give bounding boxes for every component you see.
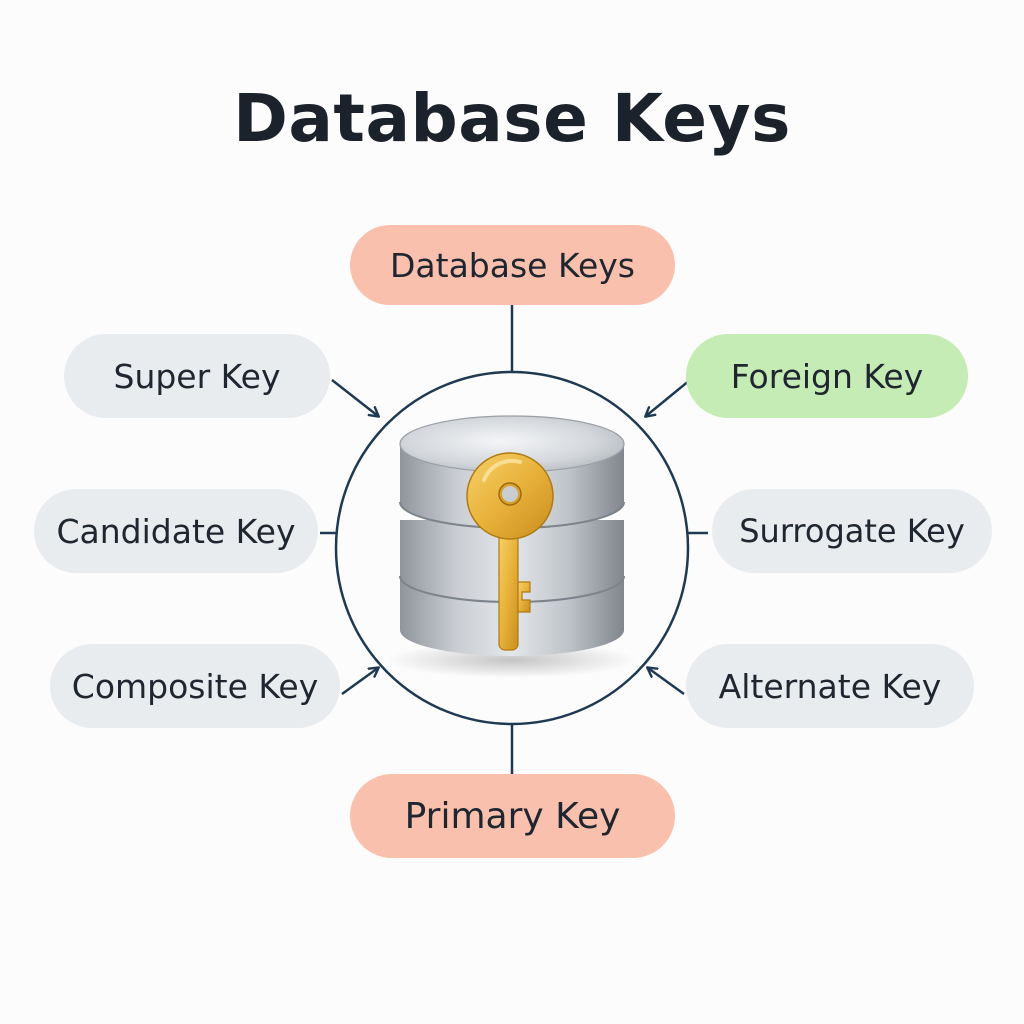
node-label: Super Key	[113, 356, 281, 396]
node-label: Candidate Key	[56, 511, 296, 551]
node-label: Primary Key	[404, 795, 621, 837]
arrow-foreign	[646, 379, 691, 416]
key-icon	[466, 452, 554, 651]
node-foreign-key: Foreign Key	[686, 334, 968, 418]
node-label: Surrogate Key	[739, 512, 965, 550]
arrow-super	[331, 379, 378, 416]
node-label: Alternate Key	[718, 666, 942, 706]
node-surrogate-key: Surrogate Key	[712, 489, 992, 573]
node-label: Composite Key	[71, 666, 319, 706]
node-candidate-key: Candidate Key	[34, 489, 318, 573]
node-composite-key: Composite Key	[50, 644, 340, 728]
node-alternate-key: Alternate Key	[686, 644, 974, 728]
diagram-title: Database Keys	[233, 80, 791, 157]
node-super-key: Super Key	[64, 334, 330, 418]
node-label: Database Keys	[390, 245, 635, 285]
node-primary-key: Primary Key	[350, 774, 675, 858]
node-database-keys: Database Keys	[350, 225, 675, 305]
arrow-composite	[341, 668, 378, 696]
arrow-alternate	[648, 668, 685, 696]
node-label: Foreign Key	[730, 356, 924, 396]
